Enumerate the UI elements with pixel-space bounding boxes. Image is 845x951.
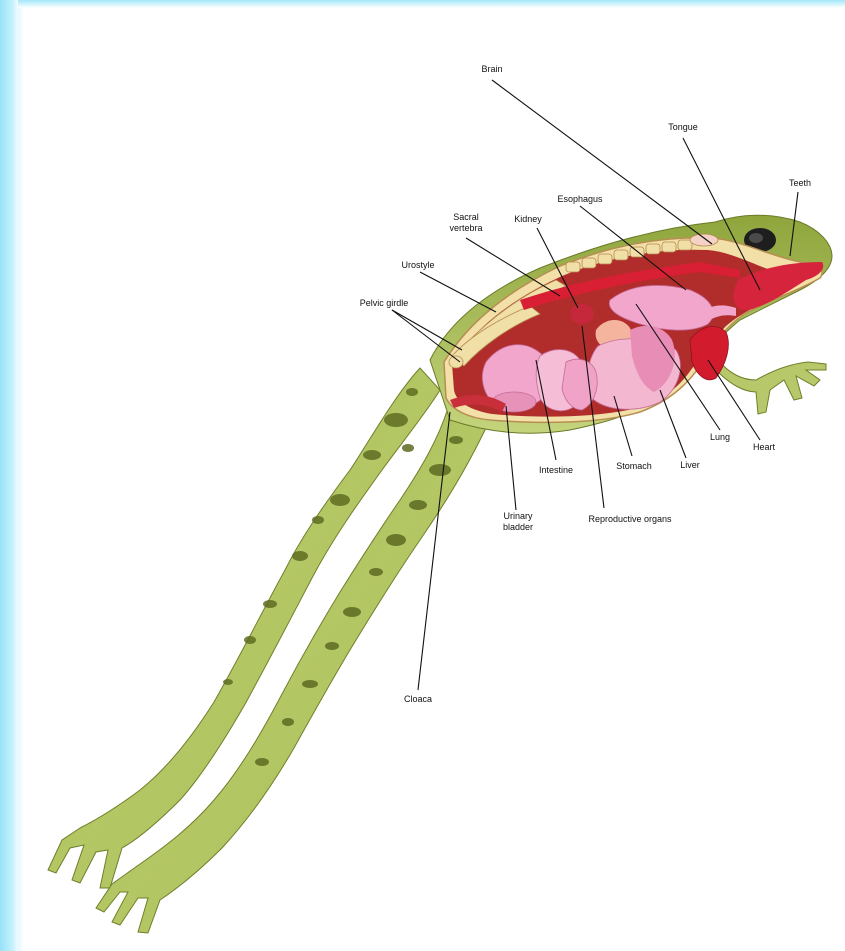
label-tongue: Tongue [668,122,698,132]
label-urinary-bladder: Urinary bladder [488,511,548,533]
label-brain: Brain [481,64,502,74]
label-liver: Liver [680,460,700,470]
label-sacral-vertebra: Sacral vertebra [436,212,496,234]
label-intestine: Intestine [539,465,573,475]
label-reproductive-organs: Reproductive organs [588,514,672,524]
label-kidney: Kidney [514,214,542,224]
label-teeth: Teeth [789,178,811,188]
label-esophagus: Esophagus [557,194,603,204]
front-arm [718,360,826,414]
hind-leg-front [96,400,498,933]
label-stomach: Stomach [616,461,652,471]
label-heart: Heart [753,442,776,452]
label-cloaca: Cloaca [404,694,432,704]
label-pelvic-girdle: Pelvic girdle [360,298,409,308]
label-lung: Lung [710,432,730,442]
brain-organ [690,234,718,246]
label-urostyle: Urostyle [401,260,434,270]
